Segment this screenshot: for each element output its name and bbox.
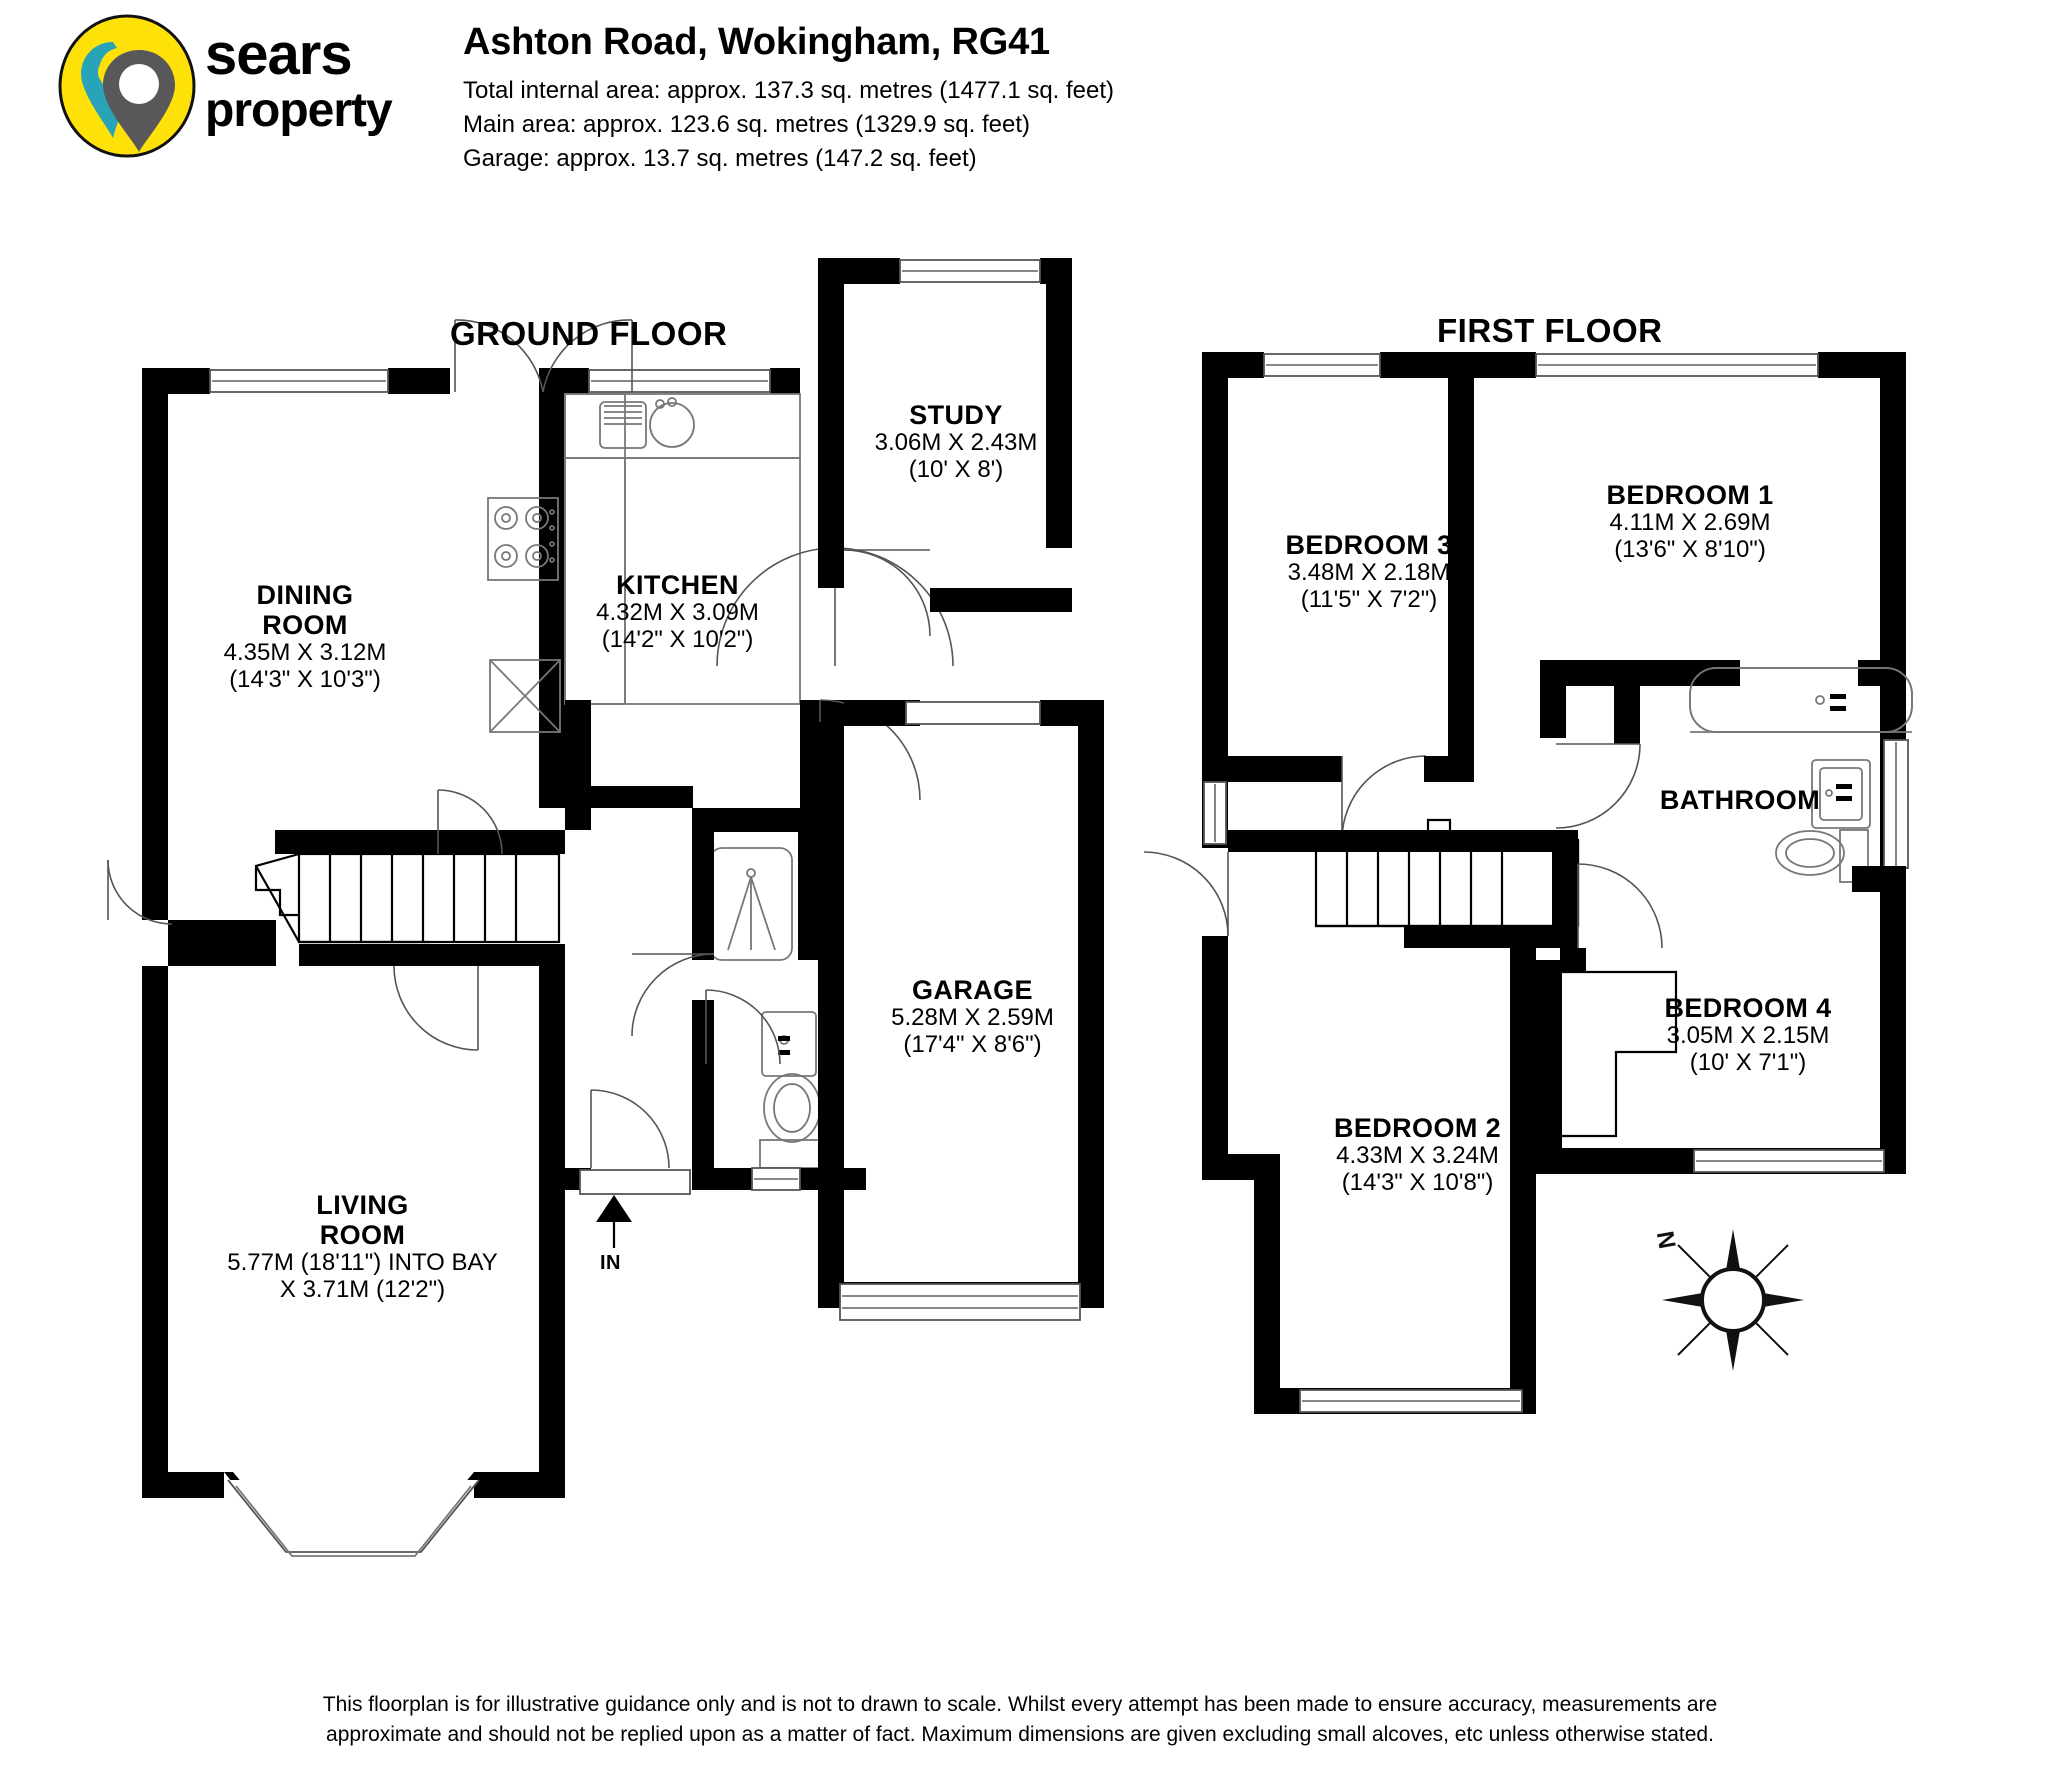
kitchen-name-1: KITCHEN [616,570,739,600]
bathroom-name-1: BATHROOM [1659,785,1821,815]
first-floor-title: FIRST FLOOR [1437,312,1663,349]
compass-rose: N [1648,1215,1818,1385]
kitchen-metric: 4.32M X 3.09M [596,599,759,627]
door-swing-dining-patio [454,319,633,393]
window-group-ground-top [209,369,771,393]
brand-line-2: property [205,84,393,137]
bedroom4-metric: 3.05M X 2.15M [1666,1022,1830,1050]
kitchen-fixtures [487,393,801,733]
staircase-ground [254,852,561,944]
room-label-bedroom1: BEDROOM 1 4.11M X 2.69M (13'6" X 8'10") [1545,480,1835,564]
kitchen-imperial: (14'2" X 10'2") [601,626,754,654]
hall-fixtures [631,808,866,1191]
door-swing-living [393,965,479,1051]
room-label-bathroom: BATHROOM [1620,785,1860,815]
bedroom4-imperial: (10' X 7'1") [1689,1049,1807,1077]
entrance-marker-label: IN [600,1252,621,1274]
disclaimer-line-2: approximate and should not be replied up… [326,1723,1714,1747]
ground-floor-title: GROUND FLOOR [450,315,728,352]
compass-north-label: N [1652,1229,1682,1251]
door-swing-bedroom2 [1143,851,1229,937]
bedroom2-name-1: BEDROOM 2 [1333,1113,1502,1143]
room-label-kitchen: KITCHEN 4.32M X 3.09M (14'2" X 10'2") [545,570,810,654]
bathroom-fixtures [1689,667,1913,908]
study-imperial: (10' X 8') [908,456,1004,484]
bedroom3-metric: 3.48M X 2.18M [1287,559,1451,587]
staircase-first [1202,781,1580,928]
door-swing-dining [437,789,503,855]
brand-wordmark: sears property [205,22,465,152]
bedroom3-imperial: (11'5" X 7'2") [1300,586,1438,614]
dining-metric: 4.35M X 3.12M [223,639,387,667]
room-label-study: STUDY 3.06M X 2.43M (10' X 8') [820,400,1092,484]
disclaimer: This floorplan is for illustrative guida… [270,1690,1770,1751]
entrance-door-ground [565,1089,691,1248]
garage-imperial: (17'4" X 8'6") [903,1031,1042,1059]
garage-walls [818,700,1104,1321]
living-imperial: X 3.71M (12'2") [279,1276,446,1304]
page-title: Ashton Road, Wokingham, RG41 [463,21,1050,63]
bedroom1-name-1: BEDROOM 1 [1606,480,1774,510]
window-group-first-top [1263,353,1819,377]
title-block: Ashton Road, Wokingham, RG41 Total inter… [463,8,1363,176]
study-metric: 3.06M X 2.43M [874,429,1038,457]
garage-name-1: GARAGE [912,975,1033,1005]
room-label-bedroom3: BEDROOM 3 3.48M X 2.18M (11'5" X 7'2") [1228,530,1510,614]
sears-property-logo-icon [55,14,200,159]
room-label-bedroom2: BEDROOM 2 4.33M X 3.24M (14'3" X 10'8") [1275,1113,1560,1197]
bedroom2-imperial: (14'3" X 10'8") [1341,1169,1494,1197]
bedroom4-name-1: BEDROOM 4 [1664,993,1832,1023]
bedroom1-imperial: (13'6" X 8'10") [1614,536,1766,564]
study-name-1: STUDY [909,400,1003,430]
door-swing-bedroom3 [1341,755,1427,841]
door-swing-dining-lower [107,859,173,925]
dining-name-1: DINING [256,580,354,610]
bedroom2-metric: 4.33M X 3.24M [1336,1142,1499,1170]
brand-line-1: sears [205,22,352,87]
disclaimer-line-1: This floorplan is for illustrative guida… [322,1693,1718,1716]
door-swing-study [843,549,931,637]
door-swing-bathroom [1555,743,1641,829]
study-walls [818,258,1072,612]
room-label-garage: GARAGE 5.28M X 2.59M (17'4" X 8'6") [835,975,1110,1059]
garage-metric: 5.28M X 2.59M [891,1004,1054,1032]
header: sears property Ashton Road, Wokingham, R… [55,8,1355,172]
area-main: Main area: approx. 123.6 sq. metres (132… [463,110,1030,138]
area-garage: Garage: approx. 13.7 sq. metres (147.2 s… [463,144,977,172]
living-name-1: LIVING [316,1190,409,1220]
area-total: Total internal area: approx. 137.3 sq. m… [463,76,1115,104]
compass-star-icon [1662,1229,1804,1371]
dining-name-2: ROOM [262,610,348,641]
ground-floor-plan [107,258,1104,1557]
room-label-bedroom4: BEDROOM 4 3.05M X 2.15M (10' X 7'1") [1608,993,1888,1077]
bedroom3-name-1: BEDROOM 3 [1285,530,1453,560]
room-label-dining: DINING ROOM 4.35M X 3.12M (14'3" X 10'3"… [160,580,450,694]
living-metric: 5.77M (18'11") INTO BAY [227,1249,498,1277]
bedroom1-metric: 4.11M X 2.69M [1609,509,1771,537]
bay-window-living [224,1472,483,1557]
door-swing-study-hall [716,547,836,667]
first-floor-plan [1143,352,1913,1414]
dining-imperial: (14'3" X 10'3") [229,666,381,694]
room-label-living: LIVING ROOM 5.77M (18'11") INTO BAY X 3.… [170,1190,555,1304]
door-swing-bedroom4 [1577,863,1663,949]
living-name-2: ROOM [319,1220,406,1251]
